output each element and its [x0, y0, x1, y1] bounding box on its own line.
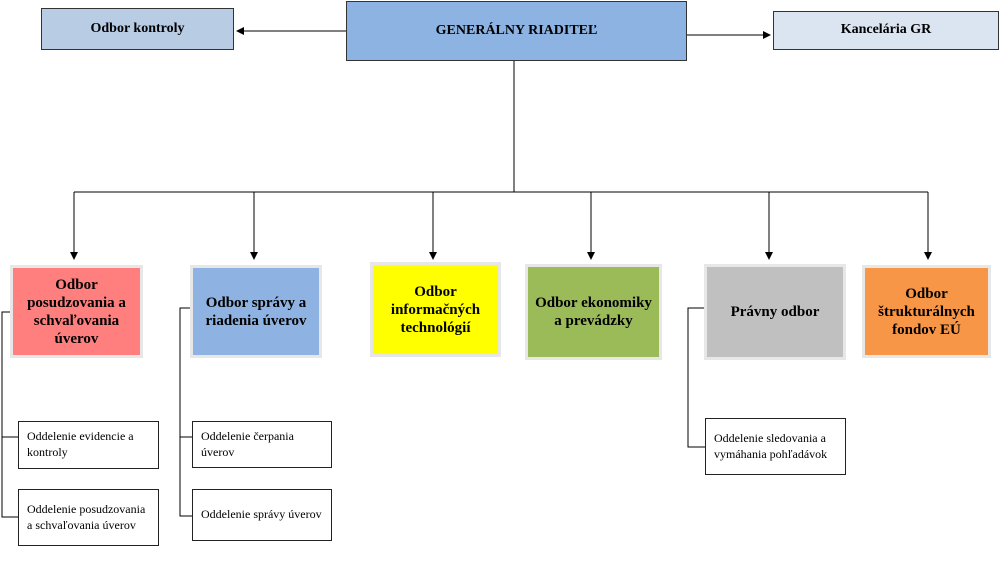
dept-eu-funds: Odbor štrukturálnych fondov EÚ — [862, 265, 991, 358]
general-director-label: GENERÁLNY RIADITEĽ — [435, 22, 598, 38]
subunit-records-control-label: Oddelenie evidencie a kontroly — [27, 429, 134, 459]
control-department-label: Odbor kontroly — [90, 20, 185, 36]
subunit-records-control: Oddelenie evidencie a kontroly — [18, 421, 159, 469]
dept-loan-assessment-label: Odbor posudzovania a schvaľovania úverov — [27, 276, 126, 347]
subunit-debt-recovery-label: Oddelenie sledovania a vymáhania pohľadá… — [714, 430, 828, 461]
general-director-box: GENERÁLNY RIADITEĽ — [346, 1, 687, 61]
subunit-assessment-approval: Oddelenie posudzovania a schvaľovania úv… — [18, 489, 159, 546]
dept-loan-management: Odbor správy a riadenia úverov — [190, 265, 322, 358]
dept-loan-assessment: Odbor posudzovania a schvaľovania úverov — [10, 265, 143, 358]
control-department-box: Odbor kontroly — [41, 8, 234, 50]
subunit-debt-recovery: Oddelenie sledovania a vymáhania pohľadá… — [705, 418, 846, 475]
dept-economy-label: Odbor ekonomiky a prevádzky — [535, 295, 652, 329]
dept-it-label: Odbor informačných technológií — [390, 283, 481, 336]
director-office-label: Kancelária GR — [840, 22, 932, 38]
dept-eu-funds-label: Odbor štrukturálnych fondov EÚ — [878, 285, 975, 338]
dept-legal: Právny odbor — [704, 264, 846, 360]
subunit-loan-servicing: Oddelenie správy úverov — [192, 489, 332, 541]
dept-economy: Odbor ekonomiky a prevádzky — [525, 264, 662, 360]
subunit-drawdown-label: Oddelenie čerpania úverov — [201, 428, 294, 459]
subunit-drawdown: Oddelenie čerpania úverov — [192, 421, 332, 468]
dept-legal-label: Právny odbor — [730, 304, 820, 320]
director-office-box: Kancelária GR — [773, 11, 999, 50]
dept-it: Odbor informačných technológií — [370, 262, 501, 357]
subunit-loan-servicing-label: Oddelenie správy úverov — [201, 507, 322, 522]
dept-loan-management-label: Odbor správy a riadenia úverov — [205, 294, 307, 329]
subunit-assessment-approval-label: Oddelenie posudzovania a schvaľovania úv… — [27, 501, 146, 532]
